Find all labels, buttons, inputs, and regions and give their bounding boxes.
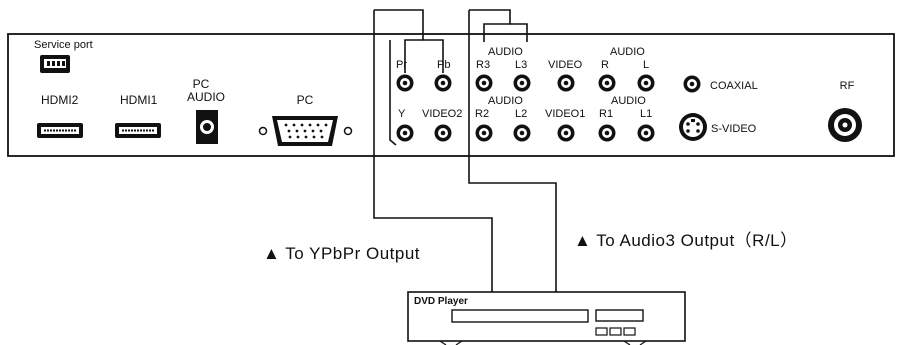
rca-jack-icon: [475, 124, 493, 142]
coaxial-jack-icon: [683, 75, 701, 93]
rca-jack-icon: [598, 74, 616, 92]
display-window: [595, 309, 644, 322]
front-button: [623, 327, 636, 336]
rca-jack-icon: [637, 124, 655, 142]
hdmi1-port-icon: [115, 123, 161, 138]
rca-jack-icon: [396, 74, 414, 92]
rca-jack-icon: [598, 124, 616, 142]
ypbpr-cable-pr-branch: [404, 39, 423, 73]
y-label: Y: [398, 108, 406, 120]
pr-label: Pr: [396, 59, 407, 71]
audio-group-label: AUDIO: [610, 46, 645, 58]
coaxial-label: COAXIAL: [710, 80, 758, 92]
vga-port-icon: [258, 116, 353, 146]
ypbpr-cable: [373, 10, 493, 292]
audio3-cable: [468, 10, 557, 292]
s-video-jack-icon: [679, 113, 707, 141]
rca-jack-icon: [513, 124, 531, 142]
ypbpr-output-note: ▲ To YPbPr Output: [263, 244, 420, 263]
rca-jack-icon: [513, 74, 531, 92]
pc-audio-jack-icon: [196, 110, 218, 144]
video2-label: VIDEO2: [422, 108, 462, 120]
rca-jack-icon: [434, 74, 452, 92]
rca-jack-icon: [557, 124, 575, 142]
pc-audio-label-bottom: AUDIO: [187, 90, 225, 104]
l2-label: L2: [515, 108, 527, 120]
hdmi2-label: HDMI2: [41, 93, 79, 107]
r1-label: R1: [599, 108, 613, 120]
rca-jack-icon: [475, 74, 493, 92]
pc-label: PC: [297, 93, 314, 107]
audio3-cable-l-branch: [510, 23, 528, 42]
audio2-group-label: AUDIO: [488, 95, 523, 107]
audio3-output-note: ▲ To Audio3 Output（R/L）: [574, 231, 798, 250]
rca-jack-icon: [434, 124, 452, 142]
service-port-label: Service port: [34, 39, 93, 51]
audio1-group-label: AUDIO: [611, 95, 646, 107]
l1-label: L1: [640, 108, 652, 120]
dvd-foot-right: [623, 340, 647, 345]
hdmi2-port-icon: [37, 123, 83, 138]
s-video-label: S-VIDEO: [711, 123, 757, 135]
l-label: L: [643, 59, 649, 71]
rf-label: RF: [840, 80, 855, 92]
dvd-player-label: DVD Player: [414, 296, 468, 307]
r2-label: R2: [475, 108, 489, 120]
r-label: R: [601, 59, 609, 71]
rca-jack-icon: [637, 74, 655, 92]
rca-jack-icon: [396, 124, 414, 142]
disc-tray: [451, 309, 589, 323]
dvd-foot-left: [439, 340, 463, 345]
audio3-group-label: AUDIO: [488, 46, 523, 58]
video-label: VIDEO: [548, 59, 583, 71]
pc-audio-label-top: PC: [193, 77, 210, 91]
video1-label: VIDEO1: [545, 108, 585, 120]
ypbpr-cable-y-branch: [389, 40, 397, 146]
l3-label: L3: [515, 59, 527, 71]
service-port-icon: [40, 55, 70, 73]
front-button: [609, 327, 622, 336]
hdmi1-label: HDMI1: [120, 93, 158, 107]
rca-jack-icon: [557, 74, 575, 92]
dvd-player: DVD Player: [407, 291, 686, 345]
front-button: [595, 327, 608, 336]
r3-label: R3: [476, 59, 490, 71]
rf-jack-icon: [828, 108, 862, 142]
